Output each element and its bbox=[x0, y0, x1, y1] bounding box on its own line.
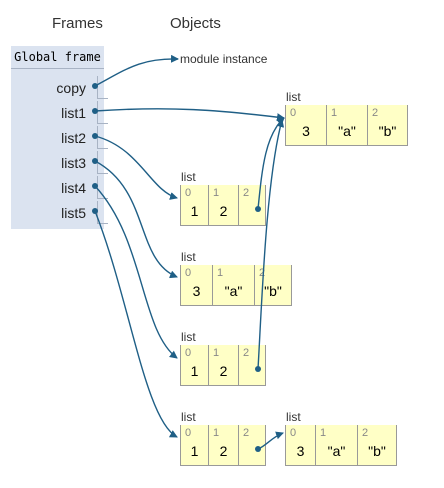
index-label: 1 bbox=[213, 427, 220, 439]
arrow-list5 bbox=[94, 210, 178, 438]
cell-value: 3 bbox=[296, 443, 305, 459]
cell-value: 1 bbox=[190, 363, 199, 379]
pointer-dot bbox=[92, 133, 98, 139]
index-label: 1 bbox=[331, 107, 338, 119]
list-f-label: list bbox=[286, 410, 301, 424]
arrow-listb-2 bbox=[257, 117, 285, 210]
list-c-cell: 1"a" bbox=[212, 265, 254, 306]
list-b-cell: 2 bbox=[238, 185, 266, 226]
frames-header: Frames bbox=[52, 15, 103, 32]
pointer-dot bbox=[92, 208, 98, 214]
objects-header: Objects bbox=[170, 15, 221, 32]
cell-value: 3 bbox=[192, 283, 201, 299]
arrow-list2 bbox=[94, 135, 178, 200]
global-frame-title: Global frame bbox=[11, 50, 104, 69]
index-label: 0 bbox=[185, 267, 192, 279]
cell-value: "b" bbox=[368, 443, 386, 459]
list-f-cell: 1"a" bbox=[315, 425, 357, 466]
index-label: 2 bbox=[243, 427, 250, 439]
pointer-dot bbox=[255, 446, 261, 452]
index-label: 1 bbox=[217, 267, 224, 279]
pointer-dot bbox=[92, 183, 98, 189]
global-frame: Global frame copy list1 list2 list3 list… bbox=[11, 46, 108, 229]
cell-value: "b" bbox=[264, 283, 282, 299]
cell-value: 3 bbox=[302, 123, 310, 139]
cell-value: 1 bbox=[190, 443, 199, 459]
cell-value: 2 bbox=[219, 363, 228, 379]
index-label: 1 bbox=[320, 427, 327, 439]
index-label: 2 bbox=[362, 427, 369, 439]
index-label: 0 bbox=[185, 187, 192, 199]
index-label: 1 bbox=[213, 347, 220, 359]
cell-value: "a" bbox=[224, 283, 243, 299]
arrow-liste-2 bbox=[257, 431, 284, 450]
cell-value: 2 bbox=[219, 443, 228, 459]
index-label: 1 bbox=[213, 187, 220, 199]
var-copy-label: copy bbox=[56, 80, 86, 96]
index-label: 0 bbox=[290, 107, 297, 119]
list-e-label: list bbox=[181, 410, 196, 424]
module-instance-label: module instance bbox=[180, 52, 268, 66]
index-label: 2 bbox=[243, 187, 250, 199]
arrow-list3 bbox=[94, 160, 178, 279]
var-list1-label: list1 bbox=[61, 105, 86, 121]
list-b-label: list bbox=[181, 170, 196, 184]
var-list2-label: list2 bbox=[61, 130, 86, 146]
list-e-cell: 2 bbox=[238, 425, 266, 466]
index-label: 0 bbox=[290, 427, 297, 439]
var-list5-label: list5 bbox=[61, 205, 86, 221]
list-a-label: list bbox=[286, 90, 301, 104]
cell-value: 1 bbox=[190, 203, 199, 219]
pointer-dot bbox=[255, 206, 261, 212]
list-a-cell: 1"a" bbox=[326, 105, 367, 146]
var-list3-label: list3 bbox=[61, 155, 86, 171]
cell-value: "b" bbox=[378, 123, 397, 139]
pointer-dot bbox=[92, 83, 98, 89]
index-label: 0 bbox=[185, 427, 192, 439]
list-c-label: list bbox=[181, 250, 196, 264]
index-label: 2 bbox=[243, 347, 250, 359]
list-f-cell: 2 "b" bbox=[357, 425, 397, 466]
var-list4-label: list4 bbox=[61, 180, 86, 196]
pointer-dot bbox=[255, 366, 261, 372]
arrow-list1 bbox=[94, 108, 285, 122]
cell-value: 2 bbox=[219, 203, 228, 219]
cell-value: "a" bbox=[338, 123, 356, 139]
pointer-dot bbox=[92, 158, 98, 164]
index-label: 2 bbox=[372, 107, 379, 119]
index-label: 0 bbox=[185, 347, 192, 359]
pointer-dot bbox=[92, 108, 98, 114]
list-d-label: list bbox=[181, 330, 196, 344]
cell-value: "a" bbox=[327, 443, 346, 459]
list-d-cell: 2 bbox=[238, 345, 266, 386]
arrow-copy bbox=[94, 54, 179, 87]
arrow-listd-2 bbox=[257, 119, 285, 370]
index-label: 2 bbox=[259, 267, 266, 279]
list-a-cell: 2 "b" bbox=[367, 105, 408, 146]
arrow-list4 bbox=[94, 185, 178, 359]
list-c-cell: 2 "b" bbox=[254, 265, 292, 306]
